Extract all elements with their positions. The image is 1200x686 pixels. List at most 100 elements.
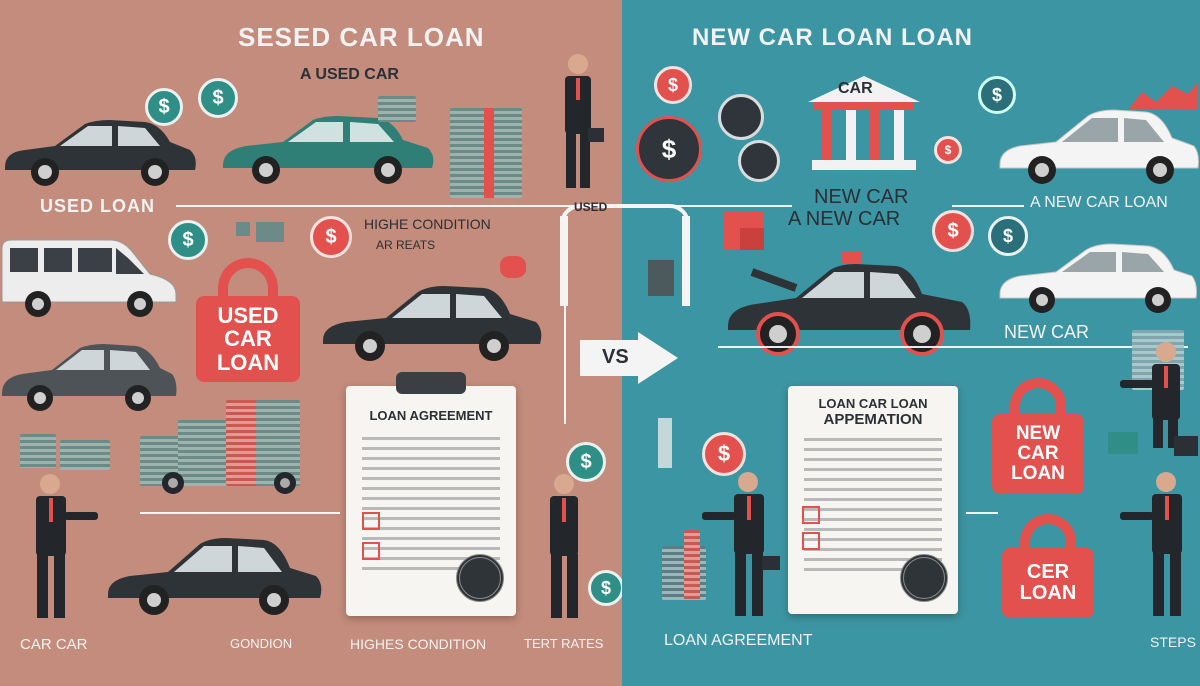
new-car-label: NEW CAR (814, 186, 909, 208)
dollar-coin-icon: $ (588, 570, 624, 606)
lock-text: LOAN (1011, 462, 1065, 484)
new-car-tag: NEW CAR (1004, 322, 1089, 342)
lock-text: CAR (1017, 443, 1059, 465)
bottom-label-steps: STEPS (1150, 634, 1196, 650)
dollar-coin-icon: $ (934, 136, 962, 164)
doc-title-line-2: APPEMATION (823, 411, 923, 428)
document-small-icon (236, 222, 250, 236)
bottom-label-car-car: CAR CAR (20, 636, 88, 653)
loan-agreement-document: LOAN AGREEMENT (346, 372, 516, 616)
connector-line (718, 346, 1188, 348)
left-title: SESED CAR LOAN (238, 22, 485, 52)
dollar-coin-icon: $ (636, 116, 702, 182)
used-loan-label: USED LOAN (40, 196, 156, 216)
dollar-coin-icon: $ (978, 76, 1016, 114)
businessman-icon (550, 474, 578, 618)
businessman-icon (1120, 342, 1180, 448)
highe-condition-label: HIGHE CONDITION (364, 216, 491, 232)
cash-stack-icon (178, 420, 228, 486)
lock-text: CER (1026, 561, 1070, 583)
document-text-lines (362, 437, 500, 570)
dollar-coin-icon: $ (566, 442, 606, 482)
dollar-coin-icon: $ (145, 88, 183, 126)
bottom-label-tert-rates: TERT RATES (524, 636, 604, 651)
doc-title-line-1: LOAN CAR LOAN (818, 396, 928, 411)
lock-text: LOAN (1019, 582, 1077, 604)
map-pin-icon (500, 256, 526, 278)
cash-stack-icon (20, 434, 56, 468)
dollar-coin-icon: $ (654, 66, 692, 104)
car-loan-lock-icon: CER LOAN (1002, 514, 1094, 618)
dollar-coin-icon: $ (310, 216, 352, 258)
ar-reats-label: AR REATS (376, 238, 436, 252)
minivan-icon (1, 239, 177, 317)
pen-icon (658, 418, 672, 468)
businessman-icon (702, 472, 780, 616)
cash-stack-icon (60, 440, 110, 470)
sedan-car-icon (108, 538, 322, 615)
sedan-car-icon (5, 120, 196, 186)
cash-stack-icon (226, 400, 258, 486)
new-white-car-icon (999, 243, 1197, 313)
vs-arrow-icon: VS (580, 332, 680, 384)
used-car-loan-lock-icon: USED CAR LOAN (196, 258, 300, 382)
bank-label: CAR (838, 80, 873, 97)
tire-icon (274, 472, 296, 494)
briefcase-icon (1174, 436, 1198, 456)
checkbox-icon (362, 512, 380, 530)
loan-application-document: LOAN CAR LOAN APPEMATION (788, 386, 958, 614)
bottom-label-highes-condition: HIGHES CONDITION (350, 636, 487, 652)
businessman-icon (36, 474, 98, 618)
connector-line (966, 512, 998, 514)
lock-text: USED (217, 303, 279, 329)
document-small-icon (648, 260, 674, 296)
agreement-title: LOAN AGREEMENT (369, 408, 493, 423)
coin-icon (718, 94, 764, 140)
connector-line (622, 205, 792, 207)
left-subtitle: A USED CAR (300, 66, 399, 83)
connector-line (140, 512, 340, 514)
growth-arrow-icon (1128, 82, 1198, 110)
lock-text: NEW (1015, 423, 1061, 445)
dollar-coin-icon: $ (988, 216, 1028, 256)
bottom-label-loan-agreement: LOAN AGREEMENT (664, 632, 813, 649)
connector-line (952, 205, 1024, 207)
a-new-car-label: A NEW CAR (788, 208, 901, 230)
lock-text: LOAN (216, 349, 280, 375)
businessman-icon (565, 54, 604, 188)
tire-icon (162, 472, 184, 494)
right-title: NEW CAR LOAN LOAN (692, 24, 973, 51)
dollar-coin-icon: $ (702, 432, 746, 476)
used-car-tag-icon: USED (560, 198, 690, 308)
new-car-loan-lock-icon: NEW CAR LOAN (992, 378, 1084, 494)
sedan-car-icon (323, 286, 542, 361)
sedan-car-icon (223, 116, 434, 184)
document-text-lines (804, 438, 942, 571)
used-tag-text: USED (574, 200, 608, 214)
dollar-coin-icon: $ (198, 78, 238, 118)
dollar-coin-icon: $ (932, 210, 974, 252)
a-new-car-loan-label: A NEW CAR LOAN (1030, 194, 1168, 211)
document-small-icon (1108, 432, 1138, 454)
new-car-loan-panel: NEW CAR LOAN LOAN $ $ CAR $ $ NEW (622, 0, 1200, 686)
checkbox-icon (802, 532, 820, 550)
clipboard-clip (396, 372, 466, 394)
cash-band-icon (484, 108, 494, 198)
document-small-icon (740, 228, 764, 250)
document-small-icon (256, 222, 284, 242)
bottom-label-gondion: GONDION (230, 636, 293, 651)
businessman-icon (1120, 472, 1182, 616)
checkbox-icon (802, 506, 820, 524)
dollar-coin-icon: $ (168, 220, 208, 260)
used-car-loan-panel: SESED CAR LOAN A USED CAR $ $ (0, 0, 624, 686)
lock-text: CAR (224, 326, 272, 352)
sedan-car-icon (2, 344, 177, 411)
bank-building-icon: CAR (808, 76, 920, 172)
checkbox-icon (362, 542, 380, 560)
seal-stamp-icon (456, 554, 504, 602)
connector-line (176, 205, 616, 207)
cash-stack-icon (256, 400, 300, 486)
inspection-car-icon (728, 252, 971, 356)
new-white-car-icon (999, 109, 1199, 184)
connector-line (564, 306, 566, 424)
